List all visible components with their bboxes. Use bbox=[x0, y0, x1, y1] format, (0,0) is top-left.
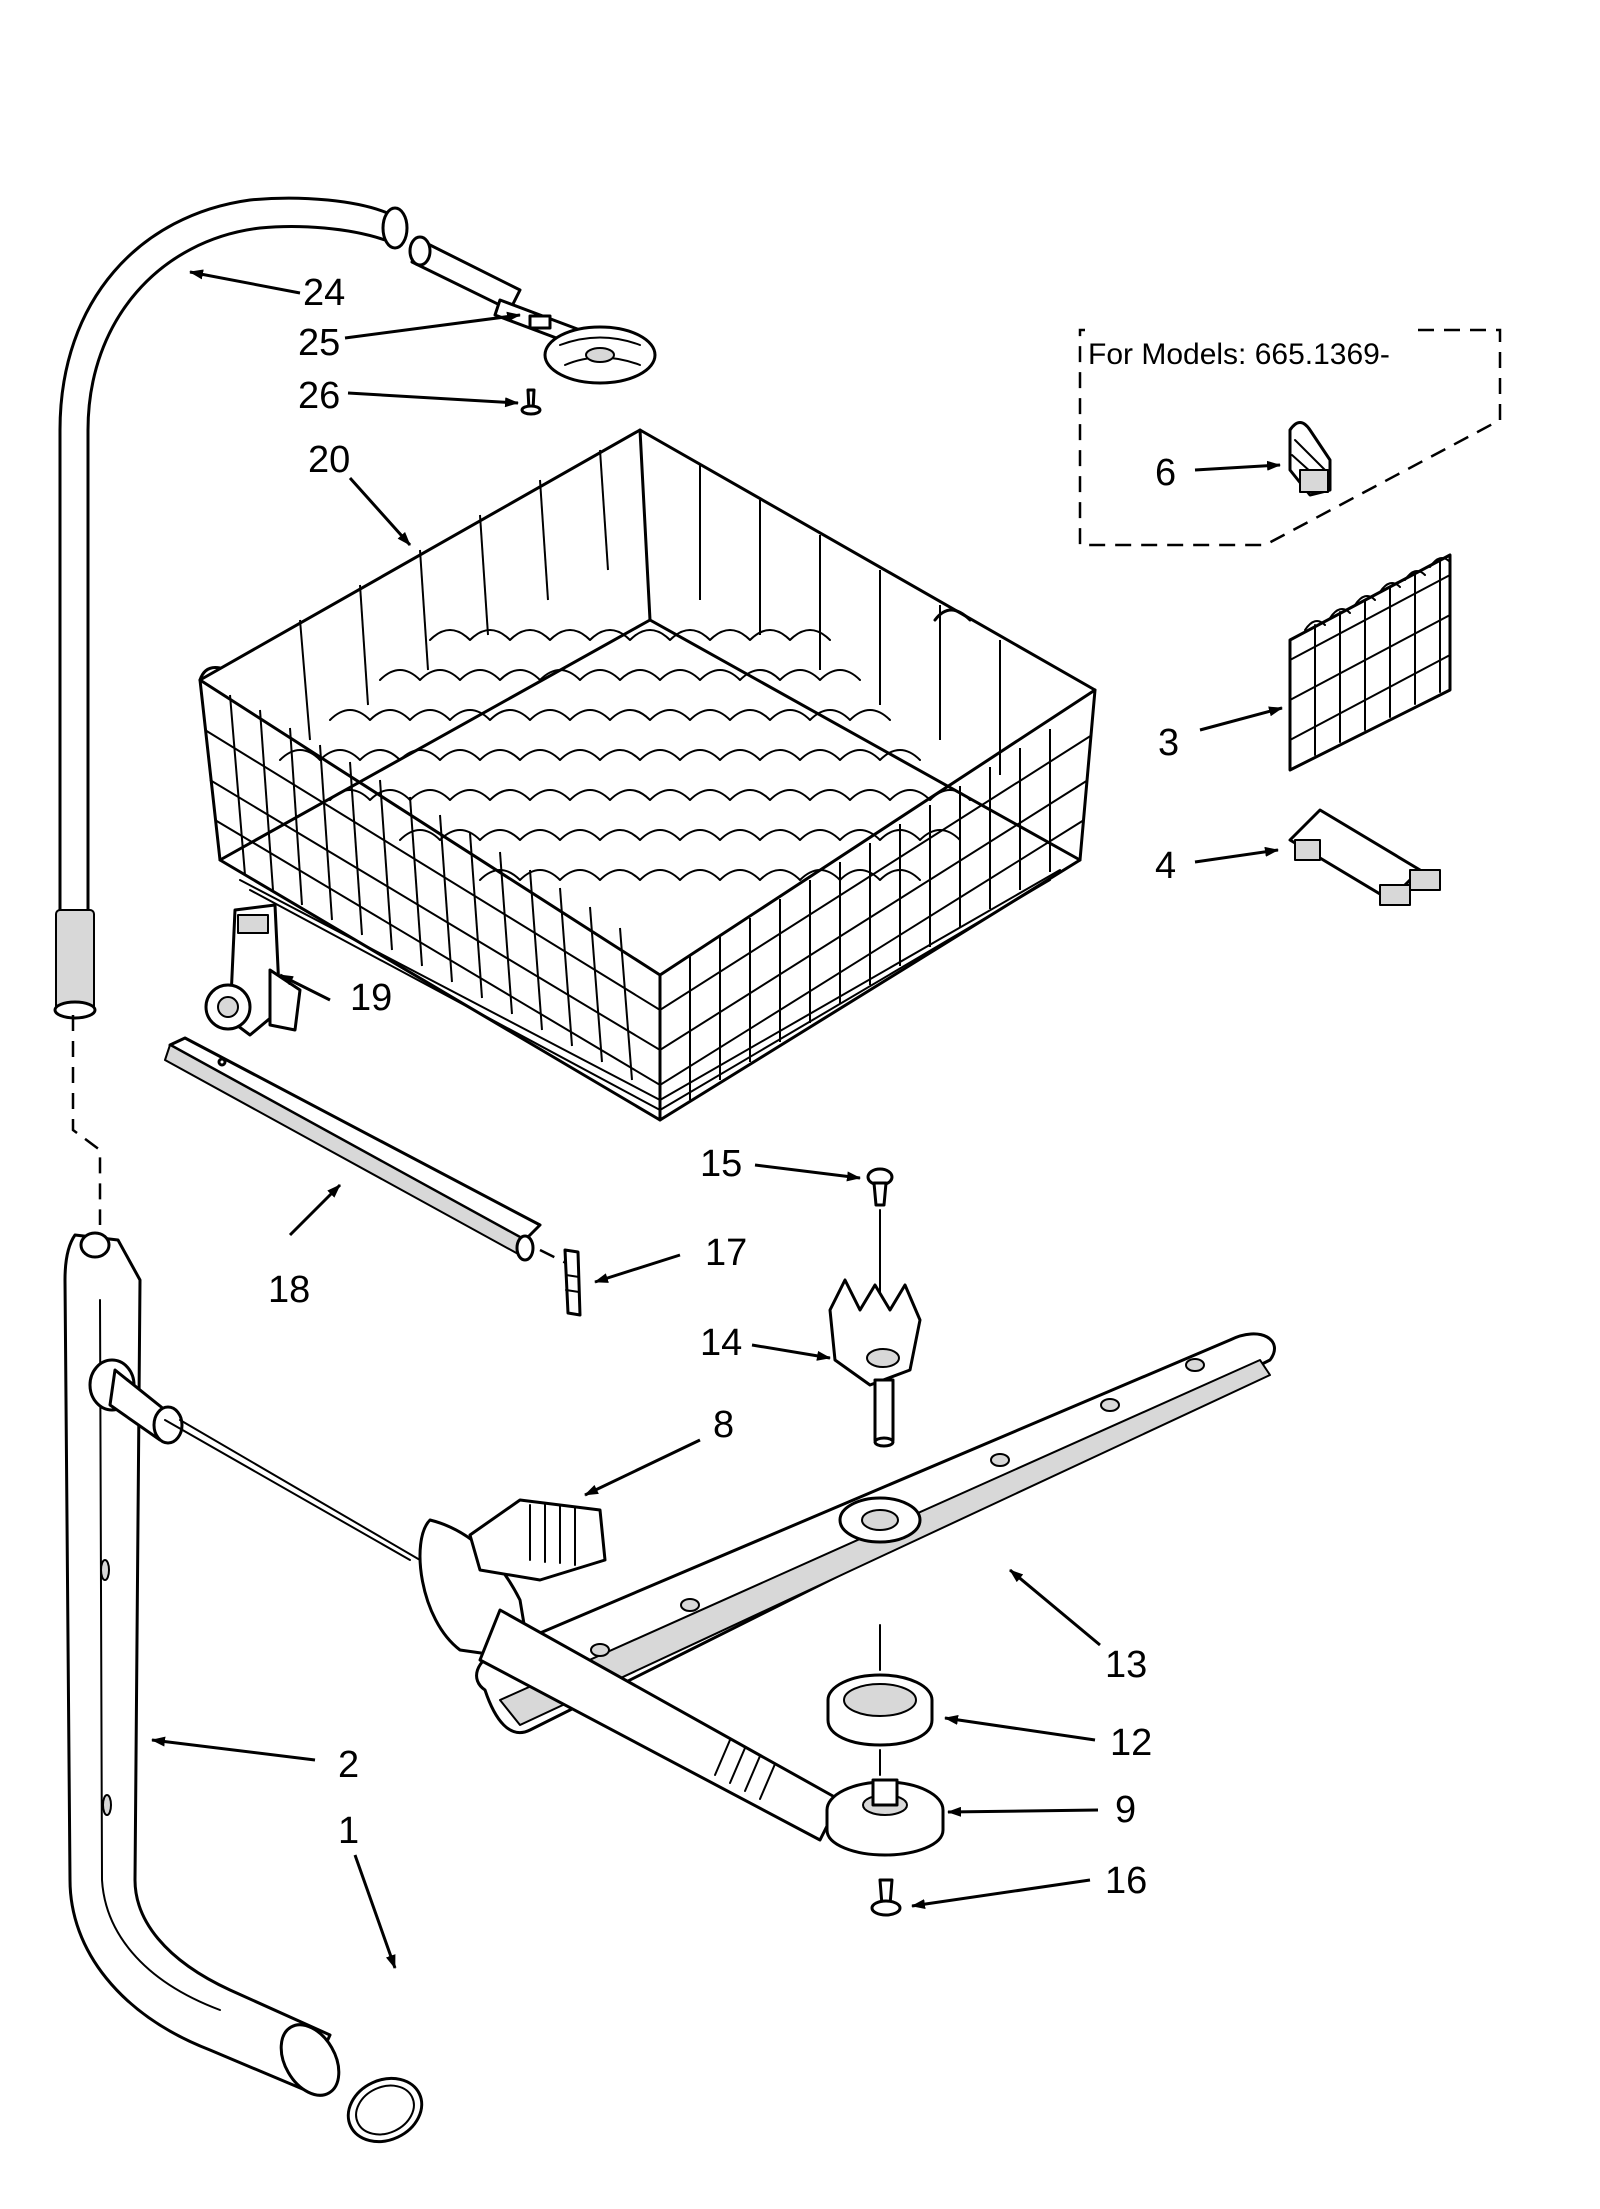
callout-20: 20 bbox=[308, 439, 350, 481]
screw-part-16 bbox=[870, 1878, 902, 1917]
spray-arm-part-13 bbox=[475, 1332, 1276, 1734]
manifold-hub-part-9 bbox=[825, 1749, 945, 1857]
callout-6: 6 bbox=[1155, 452, 1176, 494]
model-box-label: For Models: 665.1369- bbox=[1088, 338, 1390, 371]
model-box: For Models: 665.1369- bbox=[1078, 318, 1502, 547]
supply-tube-part-24 bbox=[53, 196, 522, 1020]
callout-17: 17 bbox=[705, 1232, 747, 1274]
callout-12: 12 bbox=[1110, 1722, 1152, 1764]
callout-25: 25 bbox=[298, 322, 340, 364]
callout-16: 16 bbox=[1105, 1860, 1147, 1902]
lower-spray-hose bbox=[179, 1419, 842, 1842]
callout-arrows bbox=[151, 269, 1283, 1969]
manifold-tube-part-2 bbox=[63, 1231, 341, 2097]
callout-numbers: 24 25 26 20 6 3 4 19 18 17 15 14 8 13 12… bbox=[268, 272, 1179, 1902]
roller-clip-part-4 bbox=[1288, 808, 1441, 906]
callout-18: 18 bbox=[268, 1269, 310, 1311]
callout-14: 14 bbox=[700, 1322, 742, 1364]
rail-stop-part-17 bbox=[539, 1248, 582, 1317]
callout-15: 15 bbox=[700, 1143, 742, 1185]
bearing-ring-part-12 bbox=[826, 1624, 934, 1747]
bracket-part-8 bbox=[468, 1498, 607, 1582]
gasket-part-1 bbox=[346, 2076, 424, 2144]
callout-26: 26 bbox=[298, 375, 340, 417]
callout-1: 1 bbox=[338, 1810, 359, 1852]
screw-part-26 bbox=[520, 388, 542, 416]
rack-rail-part-18 bbox=[164, 1036, 542, 1262]
spray-head-part-25 bbox=[493, 298, 657, 385]
callout-24: 24 bbox=[303, 272, 345, 314]
callout-19: 19 bbox=[350, 977, 392, 1019]
callout-13: 13 bbox=[1105, 1644, 1147, 1686]
arm-mount-part-14 bbox=[828, 1278, 922, 1448]
connector-dash-24-2 bbox=[71, 1015, 102, 1225]
wheel-bracket-part-19 bbox=[204, 903, 302, 1037]
tine-row-part-3 bbox=[1288, 553, 1452, 772]
screw-part-15 bbox=[866, 1167, 894, 1311]
callout-9: 9 bbox=[1115, 1789, 1136, 1831]
callout-2: 2 bbox=[338, 1744, 359, 1786]
dishrack-part-20 bbox=[198, 428, 1097, 1122]
callout-3: 3 bbox=[1158, 722, 1179, 764]
clip-part-6 bbox=[1288, 421, 1332, 497]
callout-8: 8 bbox=[713, 1404, 734, 1446]
connector-line-2-8 bbox=[164, 1419, 411, 1561]
callout-4: 4 bbox=[1155, 845, 1176, 887]
